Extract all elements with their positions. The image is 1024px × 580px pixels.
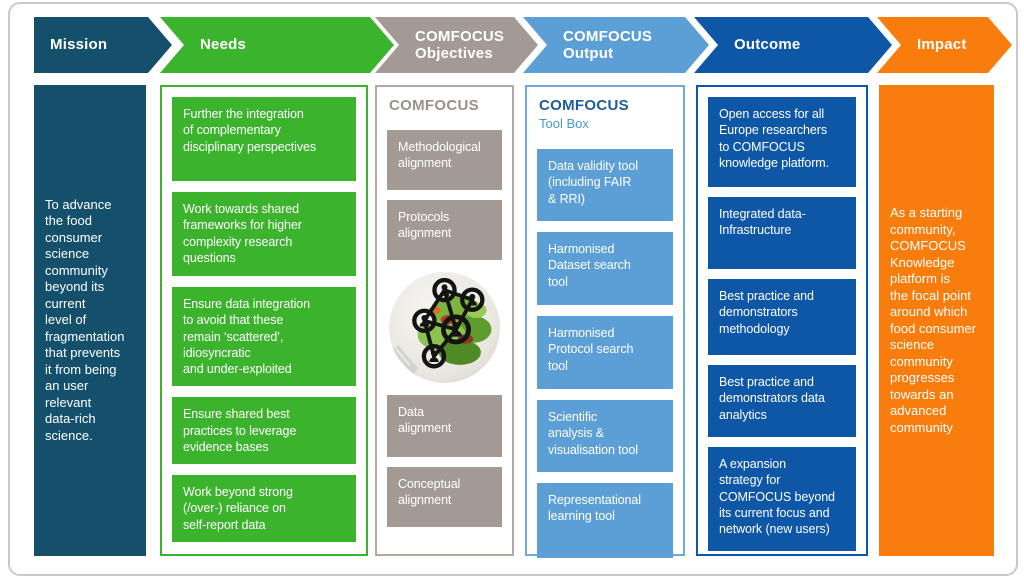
- output-column: COMFOCUS Tool Box Data validity tool (in…: [525, 85, 685, 558]
- impact-text: As a starting community, COMFOCUS Knowle…: [890, 205, 976, 435]
- output-box: Data validity tool (including FAIR & RRI…: [537, 149, 673, 221]
- objectives-box: Protocols alignment: [387, 200, 502, 260]
- output-title-block: COMFOCUS Tool Box: [539, 97, 673, 132]
- needs-arrow-label: Needs: [200, 36, 247, 54]
- outcome-box: Integrated data- Infrastructure: [708, 197, 856, 269]
- impact-column: As a starting community, COMFOCUS Knowle…: [879, 85, 994, 556]
- output-arrow: COMFOCUS Output: [523, 17, 709, 73]
- stage-mission: Mission: [34, 17, 146, 73]
- objectives-arrow-label: COMFOCUS Objectives: [415, 27, 505, 62]
- output-arrow-label: COMFOCUS Output: [563, 27, 653, 62]
- impact-arrow-label: Impact: [917, 36, 967, 54]
- outcome-arrow: Outcome: [694, 17, 892, 73]
- columns-row: To advance the food consumer science com…: [34, 85, 994, 558]
- mission-arrow: Mission: [34, 17, 172, 73]
- stage-needs: Needs: [160, 17, 368, 73]
- needs-column: Further the integration of complementary…: [160, 85, 368, 556]
- objectives-column: COMFOCUS Methodological alignment Protoc…: [375, 85, 514, 556]
- outcome-box: A expansion strategy for COMFOCUS beyond…: [708, 447, 856, 551]
- outcome-box: Best practice and demonstrators data ana…: [708, 365, 856, 437]
- output-title: COMFOCUS: [539, 97, 629, 114]
- output-box: Representational learning tool: [537, 483, 673, 558]
- outcome-box: Best practice and demonstrators methodol…: [708, 279, 856, 355]
- mission-arrow-label: Mission: [50, 36, 108, 54]
- outcome-column: Open access for all Europe researchers t…: [696, 85, 868, 556]
- mission-column: To advance the food consumer science com…: [34, 85, 146, 556]
- output-subtitle: Tool Box: [539, 115, 589, 131]
- objectives-arrow: COMFOCUS Objectives: [375, 17, 538, 73]
- needs-arrow: Needs: [160, 17, 394, 73]
- needs-box: Work beyond strong (/over-) reliance on …: [172, 475, 356, 542]
- objectives-box: Methodological alignment: [387, 130, 502, 190]
- outcome-box: Open access for all Europe researchers t…: [708, 97, 856, 187]
- output-box: Scientific analysis & visualisation tool: [537, 400, 673, 472]
- stage-output: COMFOCUS Output: [523, 17, 683, 73]
- output-box: Harmonised Dataset search tool: [537, 232, 673, 305]
- objectives-box: Conceptual alignment: [387, 467, 502, 527]
- needs-box: Ensure data integration to avoid that th…: [172, 287, 356, 387]
- impact-arrow: Impact: [877, 17, 1012, 73]
- mission-text: To advance the food consumer science com…: [45, 196, 125, 443]
- objectives-box: Data alignment: [387, 395, 502, 457]
- stage-header-row: Mission Needs COMFOCUS Objectives COMFOC…: [34, 17, 994, 73]
- outcome-arrow-label: Outcome: [734, 36, 801, 54]
- diagram-frame: Mission Needs COMFOCUS Objectives COMFOC…: [8, 2, 1018, 576]
- objectives-title: COMFOCUS: [389, 97, 479, 114]
- stage-outcome: Outcome: [694, 17, 866, 73]
- needs-box: Further the integration of complementary…: [172, 97, 356, 181]
- output-box: Harmonised Protocol search tool: [537, 316, 673, 389]
- stage-impact: Impact: [877, 17, 992, 73]
- needs-box: Work towards shared frameworks for highe…: [172, 192, 356, 276]
- stage-objectives: COMFOCUS Objectives: [375, 17, 512, 73]
- salad-network-image: [388, 271, 501, 384]
- needs-box: Ensure shared best practices to leverage…: [172, 397, 356, 464]
- food-network-image-wrap: [387, 270, 502, 385]
